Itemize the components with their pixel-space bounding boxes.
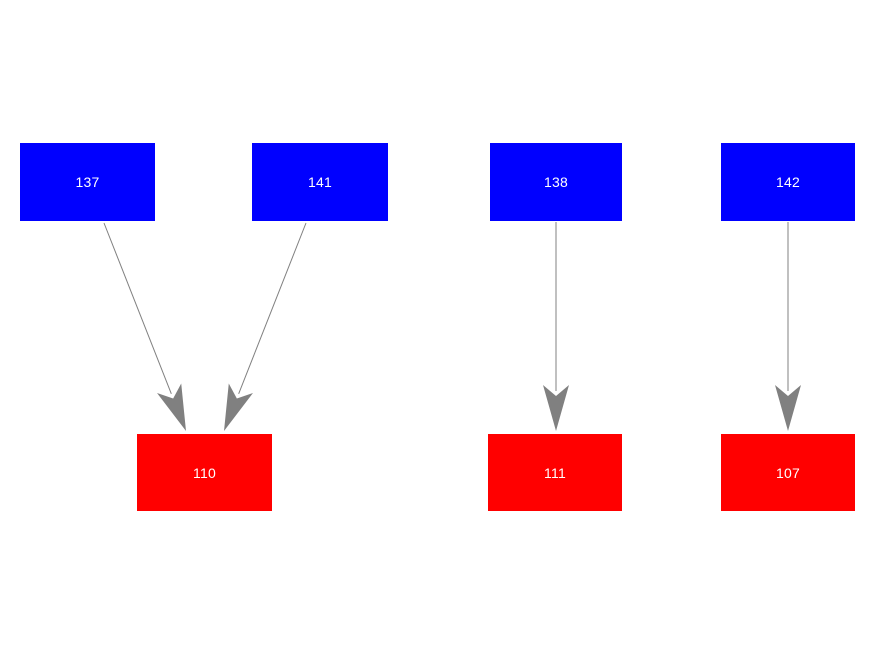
- graph-node-137[interactable]: 137: [20, 143, 155, 221]
- graph-node-label: 138: [544, 174, 568, 190]
- graph-arrowhead-137-to-110: [157, 383, 186, 431]
- graph-node-label: 141: [308, 174, 332, 190]
- graph-node-111[interactable]: 111: [488, 434, 622, 511]
- graph-node-142[interactable]: 142: [721, 143, 855, 221]
- graph-node-110[interactable]: 110: [137, 434, 272, 511]
- graph-node-label: 110: [193, 464, 216, 481]
- graph-node-label: 111: [544, 464, 566, 481]
- graph-arrowhead-142-to-107: [775, 385, 801, 431]
- graph-node-138[interactable]: 138: [490, 143, 622, 221]
- graph-node-label: 142: [776, 174, 800, 190]
- graph-node-141[interactable]: 141: [252, 143, 388, 221]
- graph-node-label: 107: [776, 464, 800, 481]
- arrowheads-group: [157, 383, 801, 431]
- graph-node-label: 137: [75, 174, 100, 190]
- graph-arrowhead-141-to-110: [224, 383, 253, 431]
- graph-edge-137-to-110[interactable]: [103, 222, 172, 394]
- edges-group: [103, 222, 789, 394]
- graph-edge-141-to-110[interactable]: [238, 222, 307, 394]
- graph-node-107[interactable]: 107: [721, 434, 855, 511]
- graph-arrowhead-138-to-111: [543, 385, 569, 431]
